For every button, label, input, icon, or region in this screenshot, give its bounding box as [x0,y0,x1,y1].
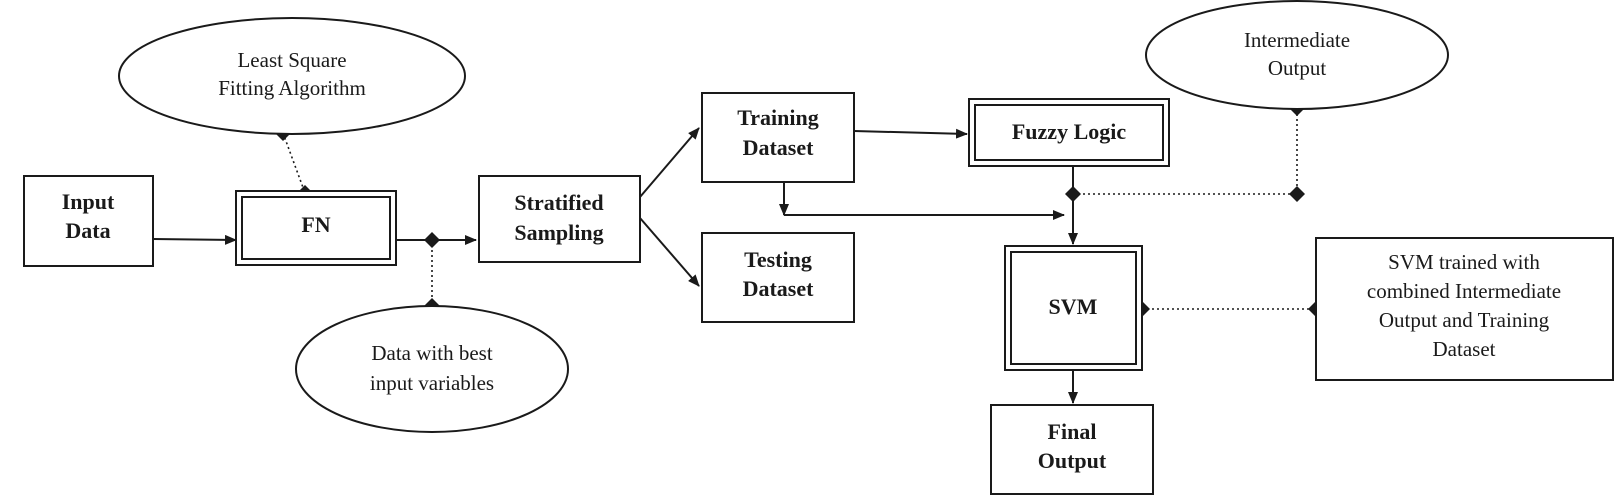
annotation-least-square: Least Square Fitting Algorithm [118,17,466,135]
least-square-line-2: Fitting Algorithm [218,76,366,100]
arrow-training-to-fuzzy [853,128,968,139]
svm-trained-line-2: combined Intermediate [1367,279,1561,303]
intermediate-output-ellipse [1145,0,1449,110]
best-inputs-ellipse [295,305,569,433]
stratified-sampling-line-2: Sampling [514,220,603,245]
arrow-stratified-to-training [639,127,700,198]
training-dataset-line-1: Training [737,105,819,130]
intermediate-output-line-1: Intermediate [1244,28,1350,52]
svm-trained-line-3: Output and Training [1379,308,1550,332]
annotation-links [282,109,1316,310]
training-dataset-line-2: Dataset [743,135,815,160]
svm-inner-box [1010,251,1137,365]
testing-dataset-box [701,232,855,323]
annotation-svm-trained: SVM trained with combined Intermediate O… [1315,237,1614,381]
arrow-stratified-to-testing [639,217,700,287]
fn-label: FN [301,212,330,237]
svm-label: SVM [1049,294,1098,319]
dotted-link-least-square [282,132,306,194]
input-data-line-2: Data [65,218,110,243]
best-inputs-line-1: Data with best [371,341,492,365]
node-training-dataset: Training Dataset [701,92,855,183]
intermediate-output-line-2: Output [1268,56,1327,80]
svm-trained-box [1315,237,1614,381]
diamond-marker [1065,186,1081,202]
node-fn: FN [235,190,397,266]
node-fuzzy-logic: Fuzzy Logic [968,98,1170,167]
node-final-output: Final Output [990,404,1154,495]
annotation-intermediate-output: Intermediate Output [1145,0,1449,110]
best-inputs-line-2: input variables [370,371,494,395]
diamond-marker [424,232,440,248]
fuzzy-logic-label: Fuzzy Logic [1012,119,1126,144]
input-data-line-1: Input [62,189,115,214]
connectors [152,127,1078,404]
diamond-marker [1289,186,1305,202]
annotation-best-inputs: Data with best input variables [295,305,569,433]
final-output-box [990,404,1154,495]
fuzzy-logic-inner-box [974,104,1164,161]
input-data-box [23,175,154,267]
node-svm: SVM [1004,245,1143,371]
svm-trained-line-1: SVM trained with [1388,250,1540,274]
node-stratified-sampling: Stratified Sampling [478,175,641,263]
final-output-line-1: Final [1048,419,1097,444]
arrow-input-to-fn [152,234,237,245]
node-input-data: Input Data [23,175,154,267]
testing-dataset-line-1: Testing [744,247,812,272]
stratified-sampling-line-1: Stratified [514,190,603,215]
least-square-ellipse [118,17,466,135]
final-output-line-2: Output [1038,448,1107,473]
testing-dataset-line-2: Dataset [743,276,815,301]
node-testing-dataset: Testing Dataset [701,232,855,323]
least-square-line-1: Least Square [237,48,346,72]
stratified-sampling-box [478,175,641,263]
fn-inner-box [241,196,391,260]
svm-trained-line-4: Dataset [1433,337,1496,361]
training-dataset-box [701,92,855,183]
